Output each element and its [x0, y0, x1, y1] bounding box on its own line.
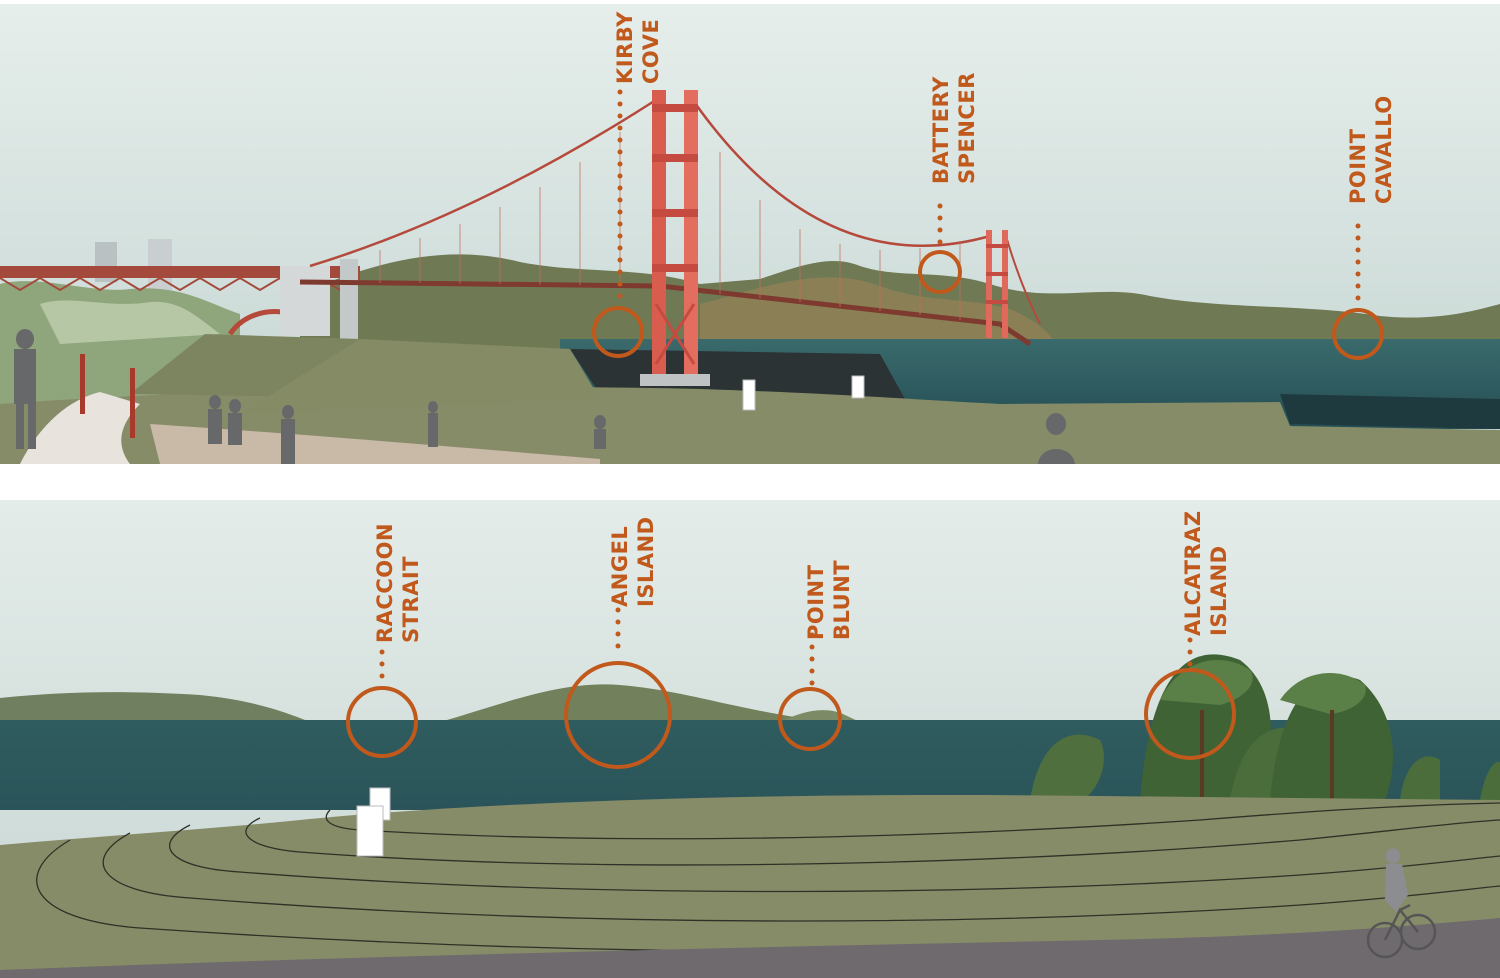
label-kirby-cove: KIRBY COVE — [612, 11, 664, 84]
cyclist — [1366, 903, 1437, 959]
alcatraz-island-marker — [1144, 668, 1236, 760]
anchorage-pylon — [340, 259, 358, 339]
battery-spencer-marker — [918, 250, 962, 294]
angel-island-hill — [440, 684, 820, 722]
label-line: KIRBY — [613, 11, 637, 84]
kirby-cove-marker — [592, 306, 644, 358]
tiburon-hills — [0, 692, 330, 722]
south-tower — [640, 90, 710, 386]
label-line: ALCATRAZ — [1181, 510, 1205, 636]
headland-ridge — [700, 277, 1060, 349]
label-line: SPENCER — [955, 72, 979, 184]
golden-gate-view-panel: KIRBY COVE BATTERY SPENCER POINT CAVALLO — [0, 4, 1500, 464]
point-cavallo-marker — [1332, 308, 1384, 360]
bollard — [356, 805, 384, 857]
label-line: POINT — [804, 564, 828, 640]
label-raccoon-strait: RACCOON STRAIT — [372, 523, 424, 643]
main-cable-left — [309, 94, 663, 268]
label-point-blunt: POINT BLUNT — [803, 560, 855, 640]
main-cable-mid — [688, 95, 991, 248]
walking-path — [20, 392, 140, 464]
shoreline-path — [0, 918, 1500, 978]
label-battery-spencer: BATTERY SPENCER — [928, 72, 980, 184]
label-alcatraz-island: ALCATRAZ ISLAND — [1180, 510, 1232, 636]
viewing-mound-right — [240, 339, 600, 414]
label-line: POINT — [1346, 128, 1370, 204]
label-line: ISLAND — [1207, 545, 1231, 636]
raccoon-strait-marker — [346, 686, 418, 758]
callout-markers — [379, 607, 1193, 686]
label-line: BLUNT — [830, 559, 854, 640]
bay-view-panel: RACCOON STRAIT ANGEL ISLAND POINT BLUNT … — [0, 500, 1500, 978]
label-line: STRAIT — [399, 555, 423, 643]
approach-truss — [0, 266, 360, 278]
cyclist-body — [1385, 848, 1408, 912]
angel-island-marker — [564, 661, 672, 769]
label-line: BATTERY — [929, 76, 953, 184]
suspender-cables — [379, 132, 961, 320]
label-line: COVE — [639, 18, 663, 84]
label-angel-island: ANGEL ISLAND — [607, 516, 659, 607]
golden-gate-scene — [0, 4, 1500, 464]
bridge-deck — [299, 279, 1032, 347]
main-cable-far — [1005, 235, 1041, 325]
people-silhouettes — [14, 329, 1075, 464]
bay-scene — [0, 500, 1500, 978]
wayfinding-post — [130, 368, 135, 438]
label-line: ISLAND — [634, 516, 658, 607]
callout-markers — [617, 89, 1361, 301]
shore-shadow — [1280, 394, 1500, 429]
wayfinding-post — [80, 354, 85, 414]
bollard — [851, 375, 865, 399]
point-blunt-marker — [778, 687, 842, 751]
north-tower — [986, 230, 1008, 338]
walking-path-right — [150, 424, 600, 464]
trees-left-highlight — [40, 300, 220, 344]
label-point-cavallo: POINT CAVALLO — [1345, 95, 1397, 204]
anchorage — [280, 266, 330, 336]
bollard — [742, 379, 756, 411]
pine-trees — [1030, 654, 1500, 802]
label-line: ANGEL — [608, 525, 632, 607]
label-line: RACCOON — [373, 522, 397, 643]
label-line: CAVALLO — [1372, 95, 1396, 204]
